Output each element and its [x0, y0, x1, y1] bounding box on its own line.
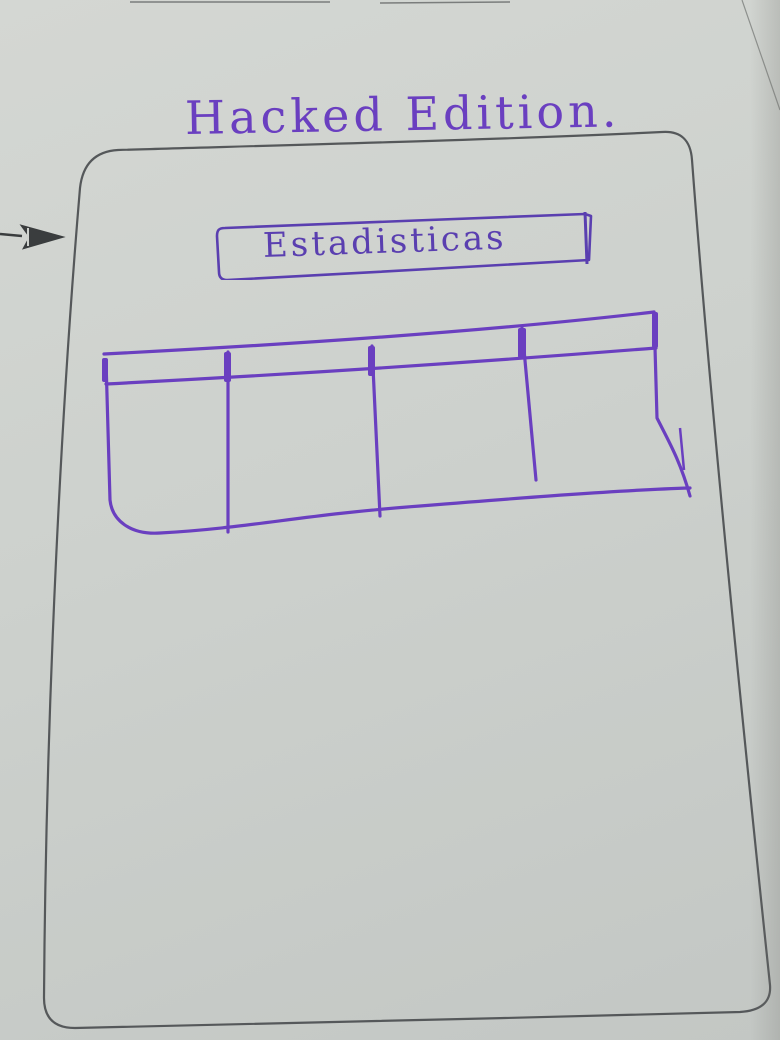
table-header-cell-4 [518, 328, 526, 358]
table-header-top-border [102, 310, 656, 356]
top-pencil-marks [130, 1, 511, 4]
table-bottom-border [104, 358, 692, 535]
table-header-cell-3 [368, 346, 375, 376]
paper-edge-shadow [750, 0, 780, 1040]
arrow-right-icon [0, 224, 66, 250]
table-header-cell-1 [102, 358, 108, 382]
table-right-border [652, 310, 692, 498]
table-header-cell-5 [652, 312, 658, 348]
table-body-mark [678, 427, 686, 471]
table-header-cell-2 [224, 352, 231, 382]
statistics-button[interactable]: Estadisticas [213, 212, 595, 280]
table-header-bottom-border [104, 346, 658, 386]
statistics-button-outline [215, 212, 593, 280]
